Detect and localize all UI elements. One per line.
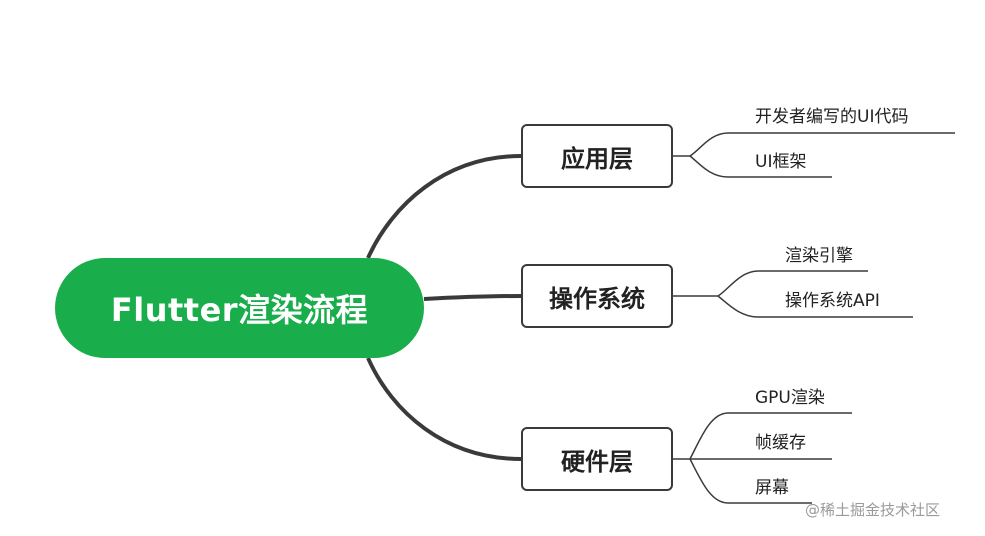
leaf-node-os-api[interactable]: 操作系统API: [785, 291, 880, 311]
leaf-node-ui-framework[interactable]: UI框架: [755, 152, 807, 172]
leaf-node-gpu-render[interactable]: GPU渲染: [755, 388, 825, 408]
root-node-label: Flutter渲染流程: [110, 291, 369, 329]
connector-branch-1-leaf-2: [689, 155, 832, 178]
root-node[interactable]: Flutter渲染流程: [55, 258, 424, 358]
leaf-node-render-engine[interactable]: 渲染引擎: [785, 246, 853, 266]
connector-root-to-branch-2: [423, 294, 522, 301]
branch-node-application-layer[interactable]: 应用层: [521, 124, 673, 188]
branch-node-hardware-layer[interactable]: 硬件层: [521, 427, 673, 491]
leaf-node-developer-ui-code[interactable]: 开发者编写的UI代码: [755, 107, 909, 127]
connector-root-to-branch-1: [366, 154, 522, 259]
branch-node-label: 应用层: [561, 144, 633, 173]
connector-root-to-branch-3: [366, 357, 522, 461]
connector-branch-3-leaf-1: [673, 412, 852, 460]
connector-branch-2-leaf-2: [717, 295, 913, 318]
watermark: @稀土掘金技术社区: [805, 501, 941, 519]
connector-branch-3-leaf-3: [689, 458, 812, 504]
connector-branch-1-leaf-1: [673, 132, 955, 157]
branch-node-label: 操作系统: [549, 284, 645, 313]
branch-node-label: 硬件层: [561, 447, 633, 476]
branch-node-operating-system[interactable]: 操作系统: [521, 264, 673, 328]
leaf-node-frame-buffer[interactable]: 帧缓存: [755, 433, 806, 453]
leaf-node-screen[interactable]: 屏幕: [755, 478, 789, 498]
